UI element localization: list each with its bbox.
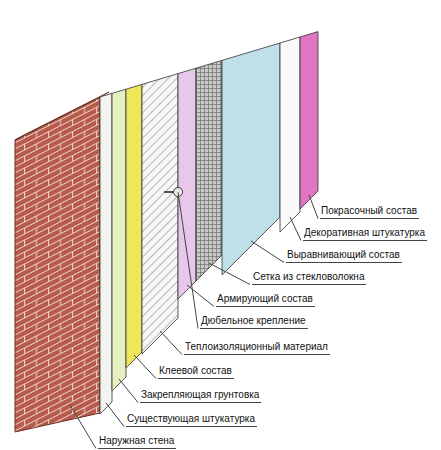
leader-line: [209, 263, 250, 285]
layer-label: Клеевой состав: [158, 364, 234, 379]
layer-label: Выравнивающий состав: [286, 248, 402, 263]
wall-layers: [100, 32, 318, 414]
decorative-plaster-layer: [280, 37, 300, 232]
dowel: [164, 188, 183, 197]
plaster-layer: [100, 93, 112, 414]
leader-line: [251, 241, 284, 263]
layer-label: Теплоизоляционный материал: [184, 340, 330, 355]
layer-label: Дюбельное крепление: [200, 314, 308, 329]
leader-line: [134, 355, 156, 379]
leader-line: [187, 285, 214, 307]
paint-layer: [300, 32, 318, 209]
adhesive-layer: [126, 84, 142, 368]
layer-label: Сетка из стекловолокна: [252, 270, 366, 285]
leader-line: [309, 195, 318, 219]
leveling-layer: [222, 43, 280, 275]
leader-line: [290, 217, 301, 241]
leader-line: [160, 331, 182, 355]
layer-label: Покрасочный состав: [320, 204, 419, 219]
mesh-layer: [196, 60, 222, 281]
layer-label: Существующая штукатурка: [126, 412, 257, 427]
reinforcing-layer: [178, 68, 196, 299]
layer-label: Декоративная штукатурка: [303, 226, 427, 241]
layer-label: Армирующий состав: [216, 292, 315, 307]
layer-label: Закрепляющая грунтовка: [140, 388, 261, 403]
brick-wall: [15, 92, 109, 432]
leader-line: [106, 403, 124, 427]
layer-label: Наружная стена: [98, 434, 176, 449]
leader-line: [178, 192, 198, 329]
leader-line: [70, 405, 96, 449]
leader-line: [119, 379, 138, 403]
primer-layer: [112, 89, 126, 391]
insulation-layer: [142, 74, 178, 354]
